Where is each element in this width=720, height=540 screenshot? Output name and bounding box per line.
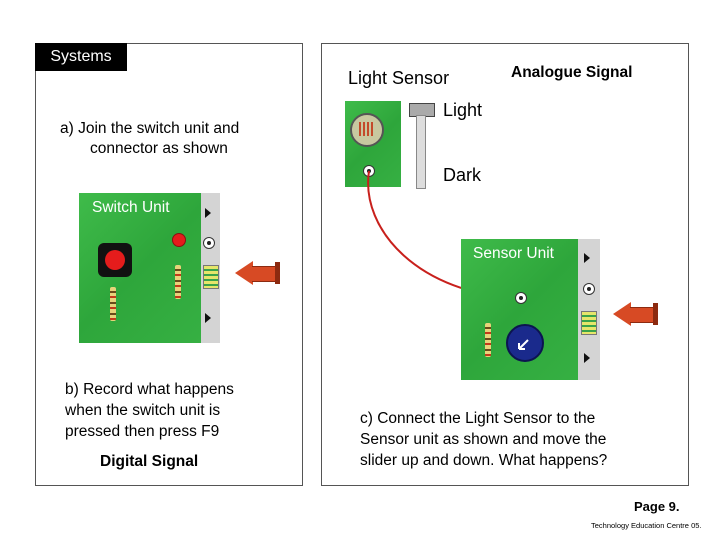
port-icon[interactable] bbox=[203, 237, 215, 249]
arrow-head-icon bbox=[613, 302, 631, 326]
page-number: Page 9. bbox=[634, 499, 680, 514]
led-icon bbox=[581, 311, 597, 335]
systems-tab: Systems bbox=[35, 43, 127, 71]
step-b-line-1: b) Record what happens bbox=[65, 381, 234, 398]
resistor-icon bbox=[110, 287, 116, 321]
light-sensor-title: Light Sensor bbox=[348, 68, 450, 88]
arrow-shaft bbox=[252, 266, 275, 282]
digital-signal-label: Digital Signal bbox=[100, 453, 199, 470]
step-c-line-3: slider up and down. What happens? bbox=[360, 452, 608, 469]
port-icon[interactable] bbox=[583, 283, 595, 295]
triangle-right-icon bbox=[584, 353, 590, 363]
arrow-head-icon bbox=[235, 261, 253, 285]
port-icon[interactable] bbox=[515, 292, 527, 304]
credit-text: Technology Education Centre 05. bbox=[591, 521, 702, 530]
knob-icon[interactable] bbox=[506, 324, 544, 362]
step-a-line-2: connector as shown bbox=[90, 140, 228, 157]
switch-unit-title: Switch Unit bbox=[92, 199, 170, 216]
ldr-track bbox=[359, 122, 373, 136]
slider-light-label: Light bbox=[443, 100, 483, 120]
step-b-line-3: pressed then press F9 bbox=[65, 423, 220, 440]
triangle-right-icon bbox=[205, 313, 211, 323]
led-icon bbox=[203, 265, 219, 289]
triangle-right-icon bbox=[584, 253, 590, 263]
slider-dark-label: Dark bbox=[443, 165, 482, 185]
resistor-icon bbox=[485, 323, 491, 357]
button-cap-icon bbox=[105, 250, 125, 270]
ldr-icon bbox=[350, 113, 384, 147]
step-c-line-1: c) Connect the Light Sensor to the bbox=[360, 410, 596, 427]
analogue-signal-label: Analogue Signal bbox=[511, 64, 633, 81]
step-c-line-2: Sensor unit as shown and move the bbox=[360, 431, 607, 448]
push-button[interactable] bbox=[98, 243, 132, 277]
step-b-line-2: when the switch unit is bbox=[65, 402, 221, 419]
arrow-shaft bbox=[630, 307, 653, 323]
triangle-right-icon bbox=[205, 208, 211, 218]
sensor-unit-title: Sensor Unit bbox=[473, 245, 554, 262]
sensor-unit-edge-strip bbox=[578, 239, 600, 380]
arrow-tail bbox=[653, 303, 658, 325]
arrow-tail bbox=[275, 262, 280, 284]
step-a-line-1: a) Join the switch unit and bbox=[60, 120, 240, 137]
slider-track bbox=[416, 115, 426, 189]
resistor-icon bbox=[175, 265, 181, 299]
knob-pointer-icon bbox=[518, 339, 529, 350]
red-led-icon bbox=[172, 233, 186, 247]
